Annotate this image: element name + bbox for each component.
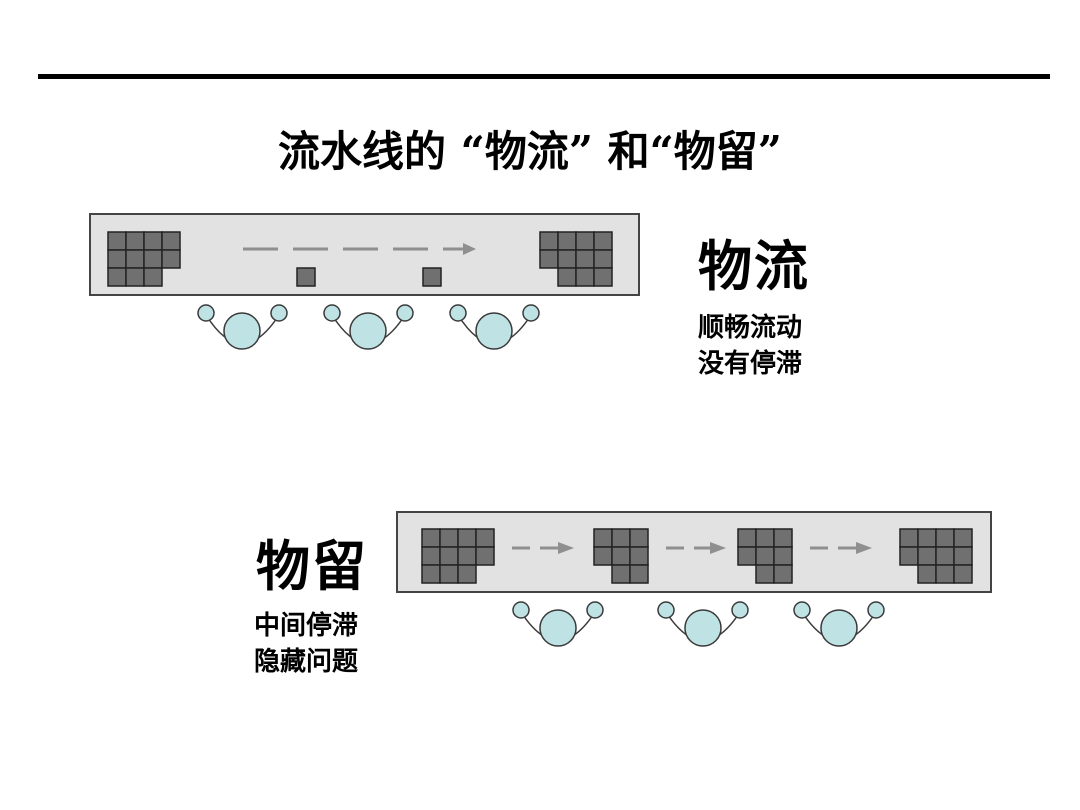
worker-icon <box>323 304 414 350</box>
worker-icon <box>197 304 288 350</box>
top-rule <box>38 74 1050 79</box>
worker-icon <box>512 601 604 647</box>
single-piece <box>296 267 316 287</box>
worker-icon <box>793 601 885 647</box>
flow-arrow <box>243 243 476 255</box>
stagnation-description: 中间停滞 隐藏问题 <box>254 608 358 680</box>
conveyor-belt <box>396 511 992 593</box>
stock-block <box>899 528 973 584</box>
stock-block <box>539 231 613 287</box>
flow-desc-line: 没有停滞 <box>698 349 803 379</box>
flow-arrow <box>666 542 726 554</box>
flow-arrow <box>810 542 872 554</box>
flow-label: 物流 <box>698 234 810 298</box>
stock-block <box>107 231 181 287</box>
flow-description: 顺畅流动 没有停滞 <box>698 310 802 382</box>
slide-title: 流水线的 “物流” 和“物留” <box>278 127 782 176</box>
flow-line <box>89 213 640 350</box>
stagnation-label: 物留 <box>256 534 368 598</box>
stagnation-line <box>396 511 992 647</box>
worker-icon <box>449 304 540 350</box>
stock-block <box>421 528 495 584</box>
single-piece <box>422 267 442 287</box>
stagnation-desc-line: 中间停滞 <box>254 611 359 641</box>
stock-block <box>737 528 793 584</box>
worker-icon <box>657 601 749 647</box>
stagnation-desc-line: 隐藏问题 <box>254 647 359 677</box>
stock-block <box>593 528 649 584</box>
flow-desc-line: 顺畅流动 <box>698 313 803 343</box>
flow-arrow <box>512 542 574 554</box>
